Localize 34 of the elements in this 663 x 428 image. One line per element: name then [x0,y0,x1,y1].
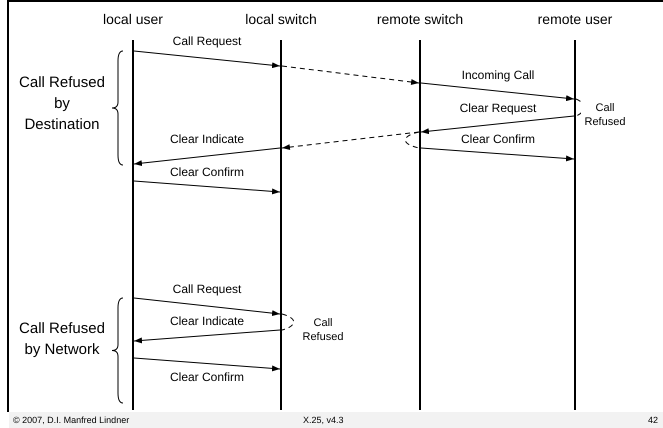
message-arrow [282,66,420,85]
page-number: 42 [648,415,658,425]
lifeline-bar [419,40,421,410]
message-arrow [420,148,574,162]
lifeline-label: local user [103,11,163,27]
message-arrow [134,330,280,344]
edge-label: Clear Indicate [168,132,246,146]
message-arrow [282,132,420,150]
lifeline-label: remote user [538,11,612,27]
lifeline-bar [132,40,134,410]
lifeline-bar [574,40,576,410]
lifeline-label: remote switch [376,11,464,27]
message-arrow [134,50,280,68]
edge-label: Call Request [170,282,244,296]
lifeline-label: local switch [245,11,317,27]
dashed-loop [282,314,294,330]
message-arrow [420,82,574,102]
message-arrow [134,180,280,194]
version-note: X.25, v4.3 [303,415,344,425]
message-arrow [134,148,280,166]
edge-label: Clear Request [458,101,538,115]
copyright-note: © 2007, D.I. Manfred Lindner [13,415,130,425]
dashed-loop [404,132,420,148]
edge-label: Clear Indicate [168,314,246,328]
edge-label: Incoming Call [460,68,536,82]
message-arrow [420,116,574,134]
edge-label: Clear Confirm [168,370,246,384]
message-arrow [134,358,280,372]
side-label: Call Refused by Network [18,319,106,360]
side-label: Call Refused by Destination [18,73,106,135]
edge-label: Clear Confirm [168,165,246,179]
lifeline-bar [280,40,282,410]
edge-label: Clear Confirm [459,132,537,146]
edge-label: Call Request [170,34,244,48]
